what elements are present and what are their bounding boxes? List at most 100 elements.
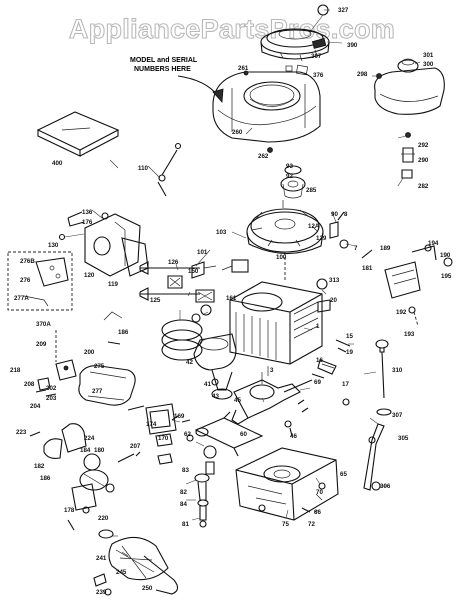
part-label-72: 72 [308,521,315,528]
part-label-207: 207 [130,443,141,450]
part-label-82: 82 [180,489,187,496]
part-label-218: 218 [10,367,21,374]
valve-cover-group [127,403,177,447]
part-label-261: 261 [238,65,249,72]
cylinder-block-group [191,211,349,365]
part-label-390: 390 [347,42,358,49]
part-label-1: 1 [316,323,320,330]
part-label-110: 110 [138,165,149,172]
part-label-285: 285 [306,187,317,194]
part-label-90: 90 [331,211,338,218]
part-label-41: 41 [204,381,211,388]
flywheel-group [246,200,324,282]
callout-line-1: MODEL and SERIAL [130,57,198,64]
part-label-190: 190 [440,252,451,259]
muffler-group [35,311,136,406]
part-label-370a: 370A [36,321,51,328]
part-label-290: 290 [418,157,429,164]
watermark-text: AppliancePartsPros.com [69,14,395,44]
part-label-180: 180 [94,447,105,454]
part-label-275: 275 [94,363,105,370]
part-label-301: 301 [423,52,434,59]
camshaft-group [194,411,264,475]
part-label-307: 307 [311,53,322,60]
part-label-46: 46 [290,433,297,440]
part-label-65: 65 [340,471,347,478]
part-label-181: 181 [362,265,373,272]
part-label-19: 19 [346,349,353,356]
part-label-282: 282 [418,183,429,190]
part-label-83: 83 [182,467,189,474]
part-label-93: 93 [286,163,293,170]
part-label-12a: 12A [308,223,320,230]
part-label-195: 195 [441,273,452,280]
part-label-45: 45 [234,397,241,404]
piston-group [161,319,237,400]
sump-group [235,447,339,521]
part-label-43: 43 [212,393,219,400]
part-label-224: 224 [84,435,95,442]
part-label-15: 15 [346,333,353,340]
part-label-245: 245 [116,569,127,576]
governor-right-group [361,244,453,327]
part-label-174: 174 [146,421,157,428]
part-label-92: 92 [286,173,293,180]
part-label-169: 169 [174,413,185,420]
leader-lines [91,9,421,557]
part-label-119: 119 [108,281,119,288]
part-label-16: 16 [316,357,323,364]
callout-line-2: NUMBERS HERE [134,66,191,73]
part-label-292: 292 [418,142,429,149]
part-label-223: 223 [16,429,27,436]
misc-hardware-group [157,398,350,465]
part-label-101: 101 [197,249,208,256]
fuel-valve-group [29,423,141,531]
model-serial-callout: MODEL and SERIAL NUMBERS HERE [130,57,224,103]
part-label-186b: 186 [40,475,51,482]
part-label-327: 327 [338,7,349,14]
part-label-376: 376 [313,72,324,79]
part-label-208: 208 [24,381,35,388]
part-label-184: 184 [80,447,91,454]
part-label-262: 262 [258,153,269,160]
part-label-7: 7 [354,245,358,252]
part-label-126: 126 [168,259,179,266]
part-label-70: 70 [316,489,323,496]
part-label-192: 192 [396,309,407,316]
part-label-202: 202 [46,385,57,392]
crankshaft-group [231,366,313,425]
part-label-204: 204 [30,403,41,410]
part-label-17: 17 [342,381,349,388]
blower-housing-group [212,4,330,143]
air-cleaner-group [374,58,445,179]
part-label-170: 170 [158,435,169,442]
part-label-136: 136 [82,209,93,216]
part-label-305: 305 [398,435,409,442]
part-label-203: 203 [46,395,57,402]
part-label-20: 20 [330,297,337,304]
part-label-178: 178 [64,507,75,514]
part-label-300: 300 [423,61,434,68]
part-label-241: 241 [96,555,107,562]
part-label-75: 75 [282,521,289,528]
part-label-42: 42 [186,359,193,366]
part-label-186: 186 [118,329,129,336]
part-label-220: 220 [98,515,109,522]
governor-box-group [7,251,73,311]
valve-group [139,261,215,323]
part-label-260: 260 [232,129,243,136]
part-label-60: 60 [240,431,247,438]
part-label-3: 3 [270,367,274,374]
part-label-81: 81 [182,521,189,528]
part-label-129: 129 [316,235,327,242]
part-label-125: 125 [150,297,161,304]
part-label-194: 194 [428,240,439,247]
carburetor-group [58,211,149,277]
part-label-400: 400 [52,160,63,167]
part-label-313: 313 [329,277,340,284]
part-label-103: 103 [216,229,227,236]
part-label-8: 8 [344,211,348,218]
part-label-306: 306 [380,483,391,490]
part-label-239: 239 [96,589,107,596]
